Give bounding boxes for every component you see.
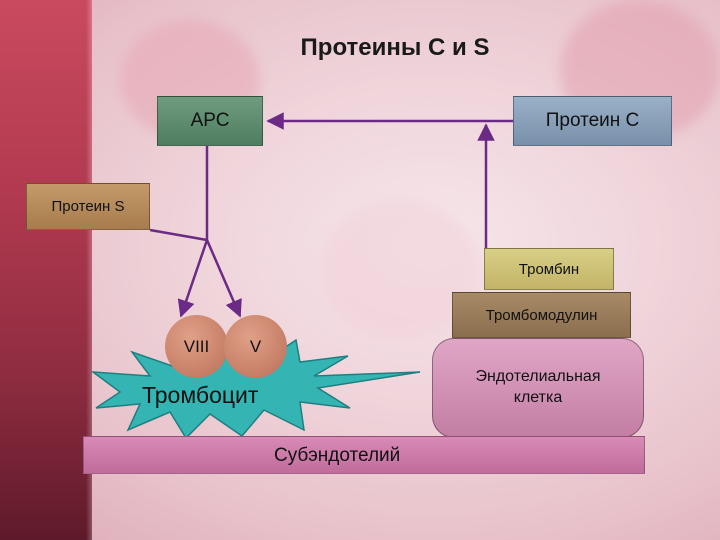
endothelial-cell-label: Эндотелиальная клетка [475, 368, 601, 406]
platelet-label: Тромбоцит [142, 382, 259, 408]
arrow-to-factor-v [205, 239, 242, 318]
thrombomodulin-box: Тромбомодулин [452, 292, 631, 338]
protein-c-box: Протеин С [513, 96, 672, 146]
subendothelium-bar: Субэндотелий [83, 436, 645, 474]
apc-box: АРС [157, 96, 263, 146]
slide-title: Протеины С и S [300, 34, 490, 61]
endothelial-cell: Эндотелиальная клетка [432, 338, 644, 438]
subendothelium-label: Субэндотелий [274, 445, 401, 466]
protein-s-connector [149, 228, 208, 242]
protein-s-box: Протеин S [26, 183, 150, 230]
decorative-left-strip [0, 0, 92, 540]
arrow-to-factor-viii [177, 239, 209, 318]
thrombin-box: Тромбин [484, 248, 614, 290]
factor-v-circle: V [224, 315, 287, 378]
factor-viii-circle: VIII [165, 315, 228, 378]
